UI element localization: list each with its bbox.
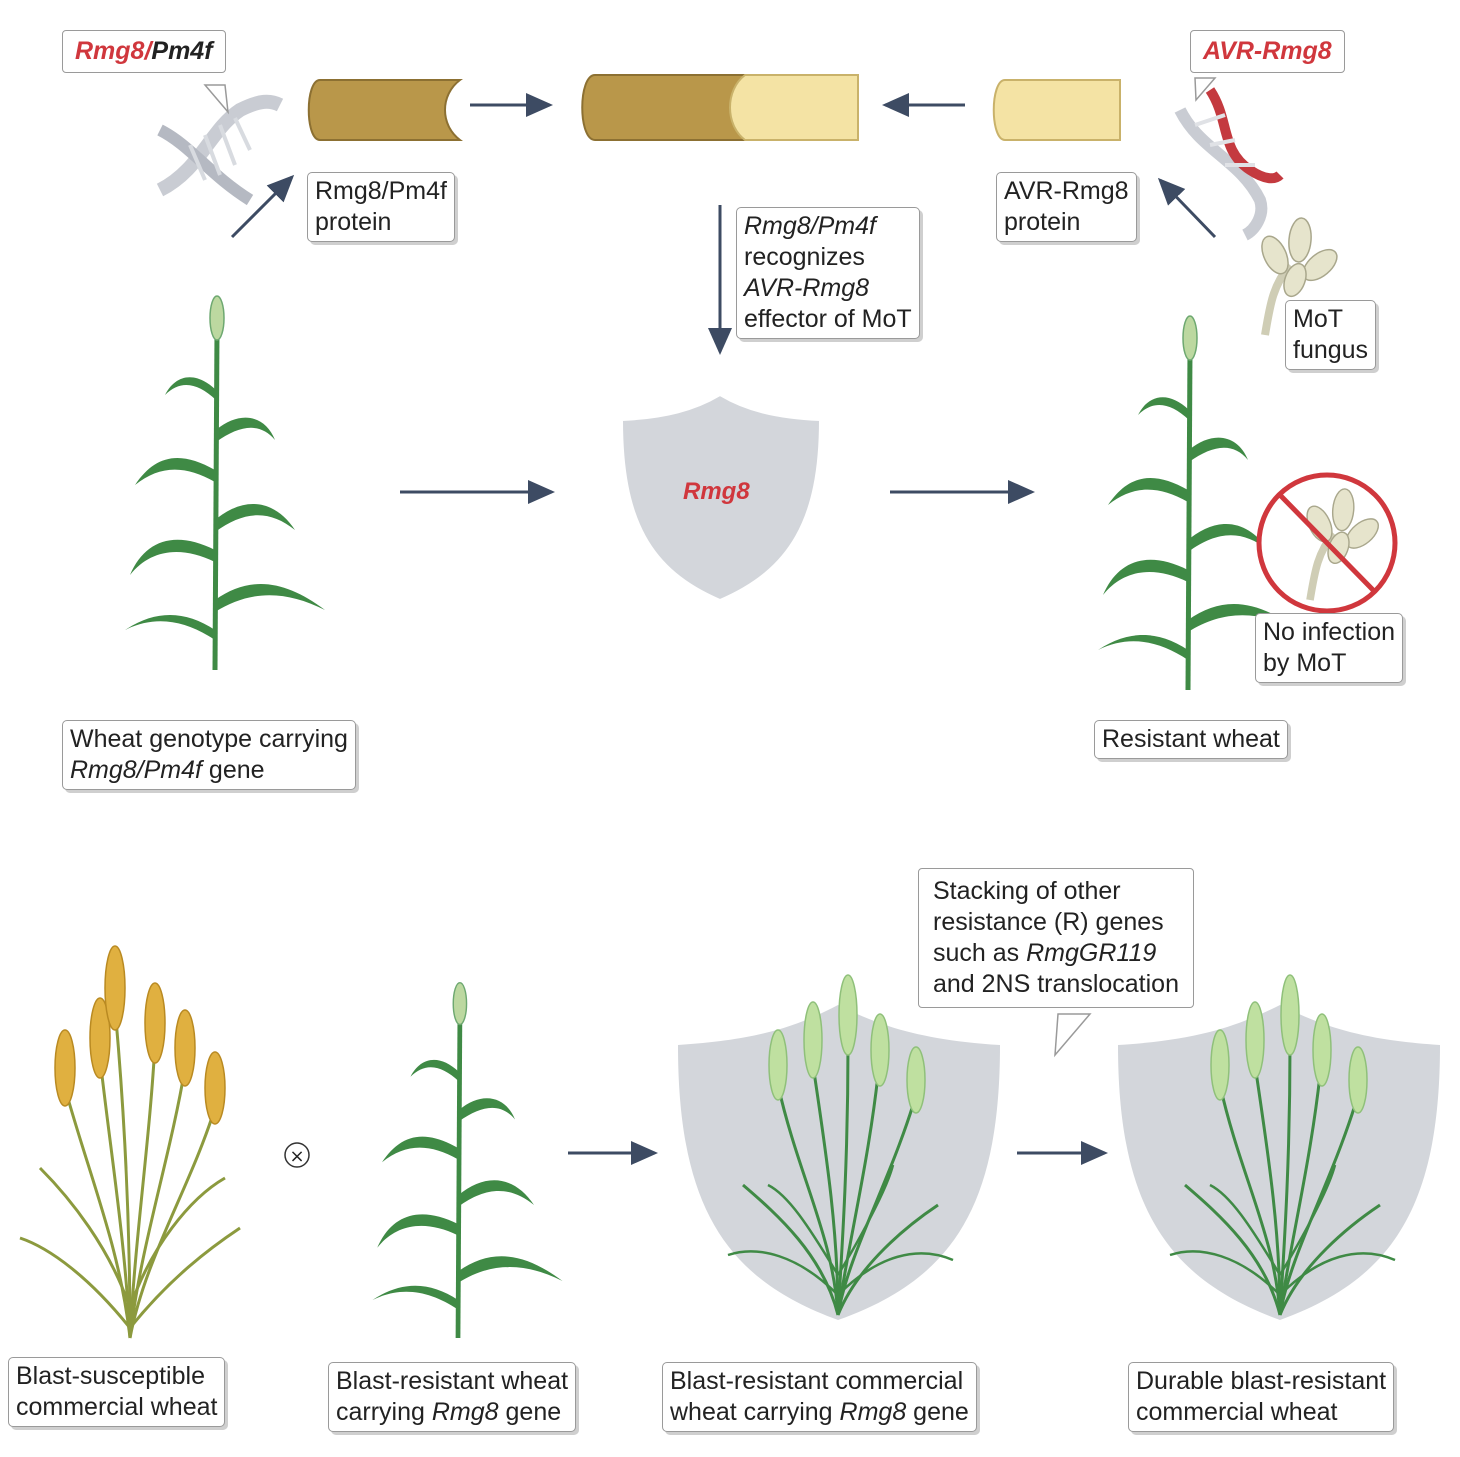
rmg8-protein-icon [307, 79, 463, 141]
gene-callout-left: Rmg8/Pm4f [62, 30, 226, 73]
avr-protein-label: AVR-Rmg8 protein [996, 172, 1137, 242]
blast-susceptible-label: Blast-susceptible commercial wheat [8, 1357, 226, 1427]
mot-fungus-label: MoT fungus [1285, 300, 1377, 370]
wheat-plant-icon-left [125, 296, 325, 670]
blast-resistant-wheat-label: Blast-resistant wheat carrying Rmg8 gene [328, 1362, 577, 1432]
callout-pointer-left [203, 84, 230, 115]
gene-name-avr: AVR-Rmg8 [1203, 37, 1332, 65]
recognition-label: Rmg8/Pm4f recognizes AVR-Rmg8 effector o… [736, 207, 920, 339]
dna-icon-left [156, 94, 284, 206]
resistant-wheat-label: Resistant wheat [1094, 720, 1288, 759]
gene-callout-right: AVR-Rmg8 [1190, 30, 1345, 73]
complex-protein-icon [581, 74, 859, 141]
gene-name-pm4f: Pm4f [151, 37, 213, 65]
cross-icon: × [284, 1142, 310, 1168]
no-symbol-icon [1256, 472, 1398, 614]
svg-text:×: × [289, 1146, 304, 1167]
genotype-label: Wheat genotype carrying Rmg8/Pm4f gene [62, 720, 356, 790]
durable-resistant-label: Durable blast-resistant commercial wheat [1128, 1362, 1395, 1432]
gene-name-rmg8: Rmg8/ [75, 37, 152, 65]
shield-icon [620, 393, 822, 602]
stacking-callout: Stacking of other resistance (R) genes s… [918, 868, 1194, 1008]
blast-resistant-commercial-label: Blast-resistant commercial wheat carryin… [662, 1362, 977, 1432]
wheat-plant-icon-golden [19, 945, 241, 1339]
rmg8-protein-label: Rmg8/Pm4f protein [307, 172, 455, 242]
shield-label: Rmg8 [683, 478, 750, 505]
callout-pointer-stack [1054, 1013, 1092, 1058]
wheat-plant-icon-bottom [373, 983, 563, 1338]
no-infection-label: No infection by MoT [1255, 613, 1404, 683]
callout-pointer-right [1194, 77, 1217, 102]
dna-icon-right [1174, 87, 1284, 241]
avr-protein-icon [992, 79, 1121, 141]
top-arrows [230, 93, 1217, 1165]
